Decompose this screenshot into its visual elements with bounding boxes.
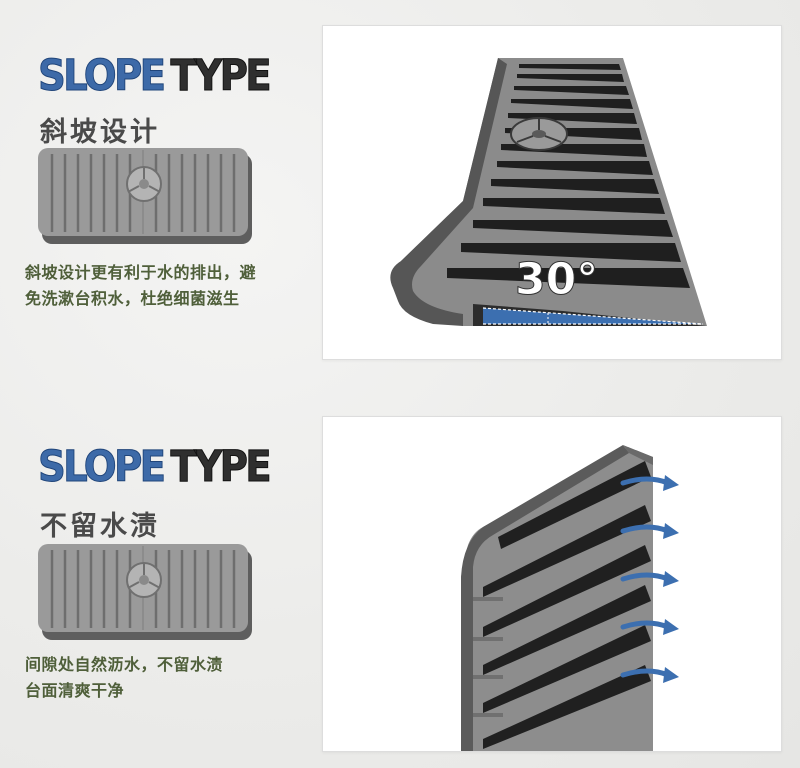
product-photo-drain (322, 416, 782, 752)
drain-mat-illustration (461, 445, 679, 751)
drain-icon (126, 166, 162, 202)
caption-line-2: 免洗漱台积水，杜绝细菌滋生 (25, 289, 240, 308)
drain-icon (126, 562, 162, 598)
subtitle: 不留水渍 (40, 511, 160, 542)
caption-line-2: 台面清爽干净 (25, 681, 125, 700)
mat-thumbnail (38, 148, 252, 244)
mat-ridge-stripes (483, 461, 651, 749)
mat-ridges (50, 550, 236, 628)
caption-no-stain: 间隙处自然沥水，不留水渍 台面清爽干净 (25, 652, 315, 704)
drain-emblem-icon (510, 117, 568, 151)
title-type: TYPE (170, 51, 272, 101)
mat-edge (461, 445, 629, 751)
caption-line-1: 间隙处自然沥水，不留水渍 (25, 655, 224, 674)
caption-line-1: 斜坡设计更有利于水的排出，避 (25, 263, 257, 282)
mat-thumbnail (38, 544, 252, 640)
title-slope: SLOPE (38, 442, 167, 492)
product-photo-slope: 30° (322, 25, 782, 360)
subtitle: 斜坡设计 (40, 117, 160, 148)
title-type: TYPE (170, 442, 272, 492)
mat-ridges (50, 154, 236, 232)
slope-mat-illustration: 30° (390, 58, 707, 326)
mat-edge (390, 58, 507, 326)
caption-slope: 斜坡设计更有利于水的排出，避 免洗漱台积水，杜绝细菌滋生 (25, 260, 315, 312)
title-slope: SLOPE (38, 51, 167, 101)
arrow-heads (663, 475, 679, 683)
angle-label: 30° (515, 254, 598, 305)
